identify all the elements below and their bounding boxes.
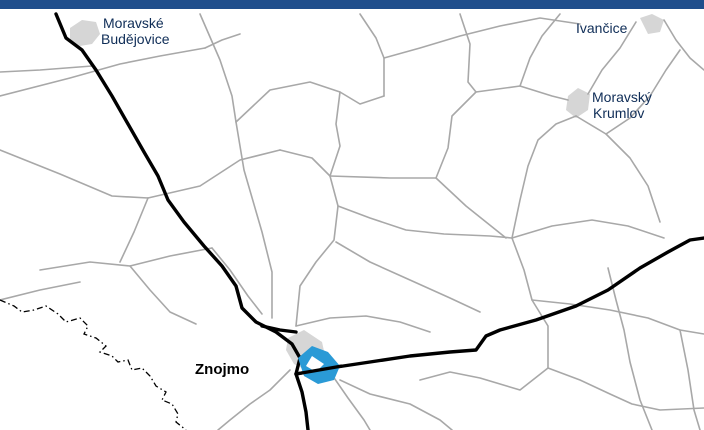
minor-road	[337, 205, 513, 239]
town-label-moravsky-krumlov-line1: Moravský	[592, 89, 652, 105]
minor-road	[0, 65, 93, 73]
border-line	[0, 299, 187, 430]
minor-road	[217, 369, 291, 430]
minor-road	[607, 267, 653, 430]
state-border	[0, 299, 187, 430]
major-road-south	[294, 372, 310, 430]
town-label-moravsky-krumlov-line2: Krumlov	[593, 105, 645, 121]
minor-road	[211, 247, 263, 315]
major-road-znojmo-loop	[260, 324, 298, 334]
major-roads	[54, 12, 704, 430]
minor-road	[459, 13, 477, 93]
minor-road	[235, 121, 273, 319]
minor-road	[119, 197, 149, 263]
minor-road	[511, 115, 577, 239]
minor-road	[199, 13, 237, 123]
minor-road	[329, 371, 371, 430]
minor-road	[129, 265, 197, 325]
minor-road	[511, 219, 665, 239]
minor-road	[39, 247, 213, 271]
minor-road	[204, 33, 241, 49]
header-bar	[0, 0, 704, 9]
minor-road	[339, 379, 453, 430]
minor-road	[511, 237, 549, 369]
minor-road	[359, 13, 385, 97]
minor-road	[0, 149, 149, 199]
minor-road	[329, 175, 507, 239]
marker-road-pass	[295, 364, 343, 376]
minor-road	[519, 13, 561, 87]
minor-road	[679, 329, 701, 430]
minor-road	[279, 149, 339, 327]
minor-road	[335, 241, 481, 313]
minor-road	[419, 367, 549, 391]
town-areas	[70, 14, 664, 372]
town-area-moravsky-krumlov	[566, 88, 590, 118]
minor-road	[383, 17, 581, 59]
minor-road	[575, 115, 661, 223]
minor-road	[531, 299, 704, 335]
minor-road	[0, 281, 81, 301]
minor-road	[235, 81, 385, 123]
minor-road	[147, 149, 281, 199]
minor-road	[547, 367, 704, 411]
minor-road	[587, 21, 637, 95]
town-label-znojmo: Znojmo	[195, 361, 250, 378]
minor-road	[605, 49, 681, 135]
minor-roads	[0, 13, 704, 430]
town-label-moravske-budejovice-line2: Budějovice	[101, 31, 170, 47]
minor-road	[329, 91, 341, 177]
town-area-moravske-budejovice	[70, 20, 100, 46]
minor-road	[663, 19, 704, 71]
town-label-ivancice: Ivančice	[576, 20, 628, 36]
minor-road	[295, 315, 431, 333]
marker-inner-road	[306, 356, 324, 372]
location-marker[interactable]	[295, 346, 343, 384]
town-label-moravske-budejovice-line1: Moravské	[103, 15, 164, 31]
major-road-east	[294, 236, 704, 376]
town-area-ivancice	[640, 14, 664, 34]
minor-road	[0, 47, 206, 97]
major-road-north-west	[54, 12, 302, 376]
